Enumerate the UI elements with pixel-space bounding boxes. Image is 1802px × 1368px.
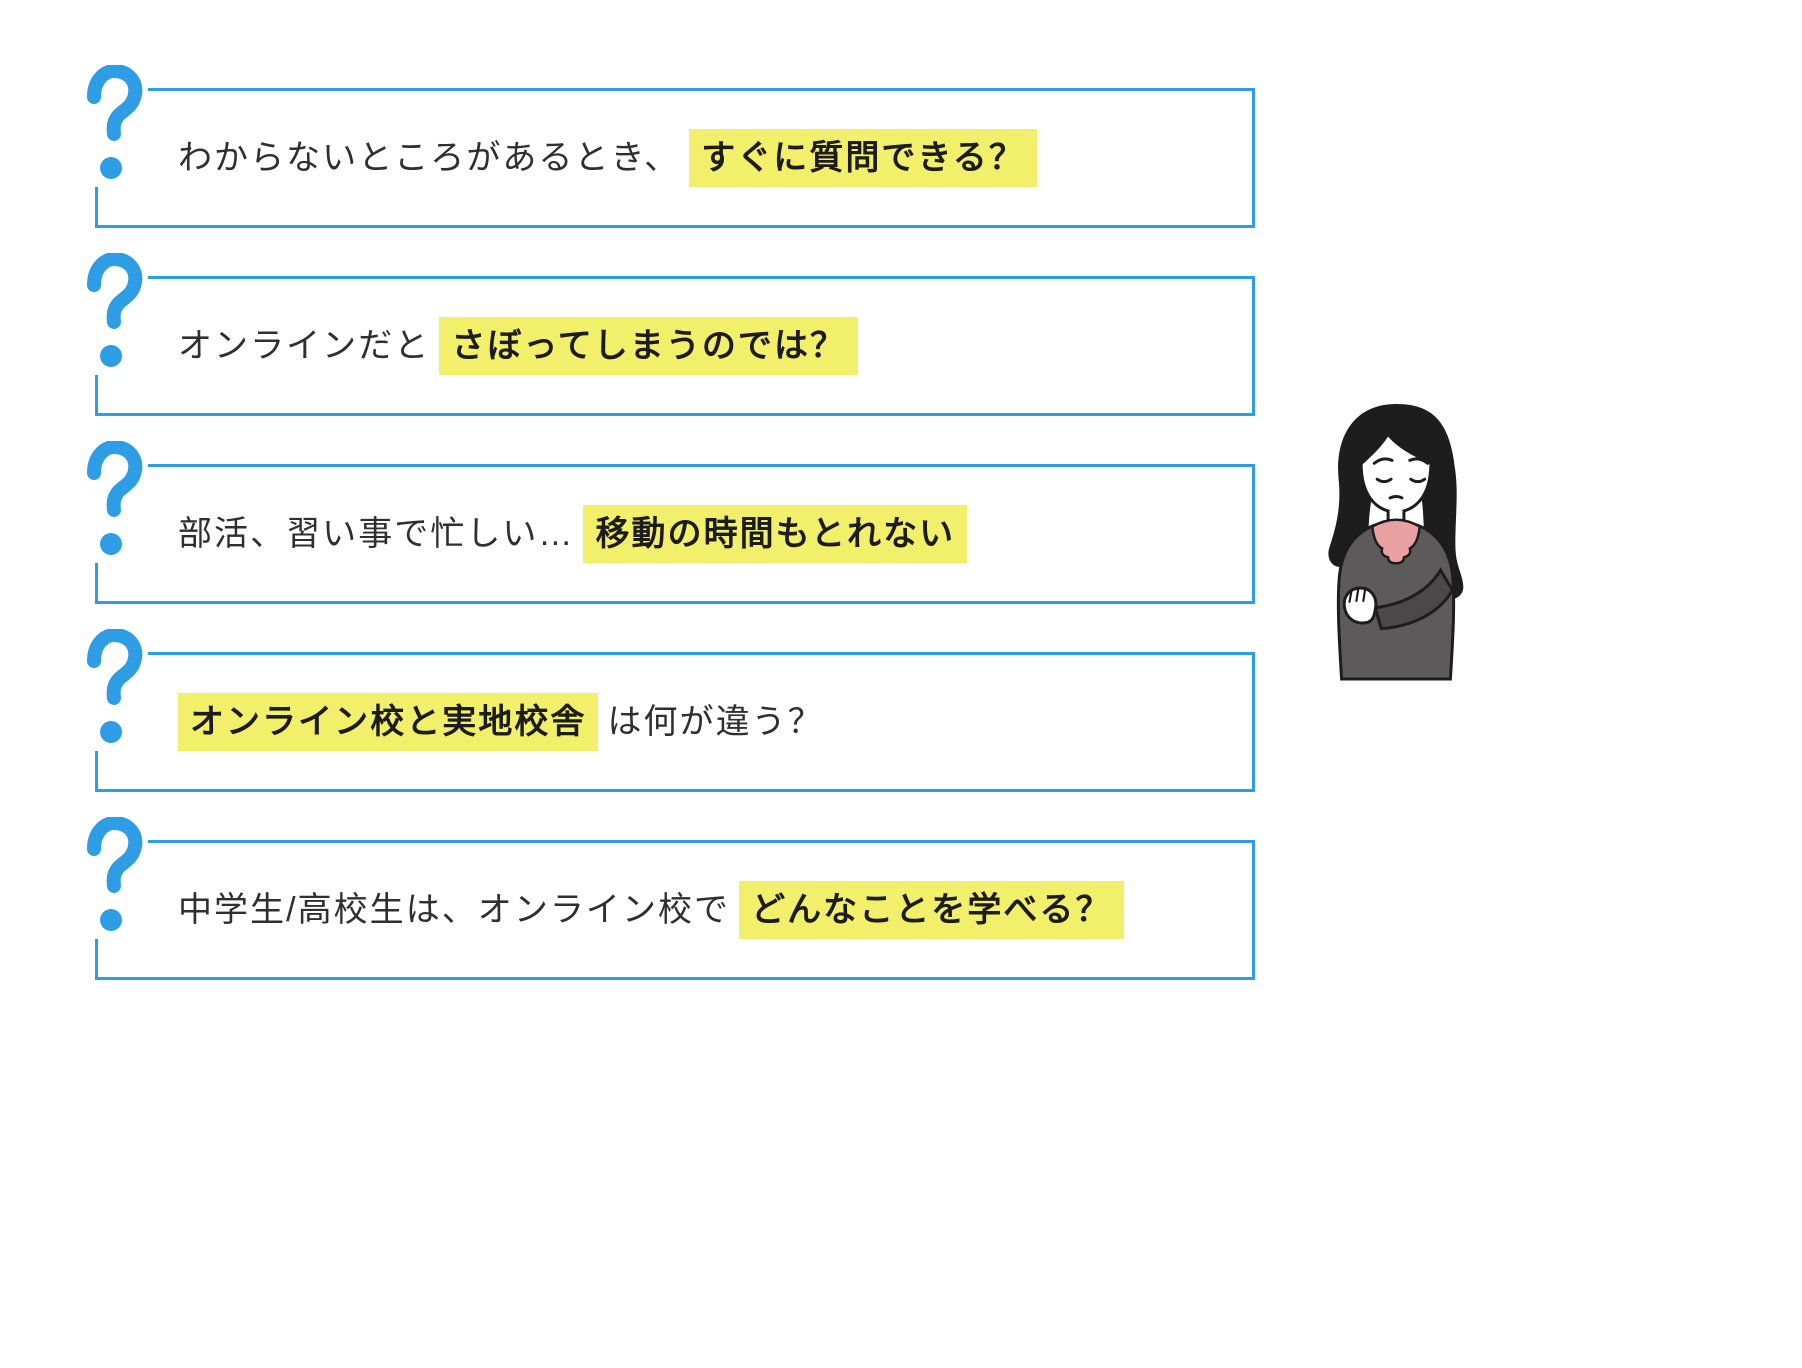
question-box: 中学生/高校生は、オンライン校でどんなことを学べる？ (80, 817, 1255, 980)
question-mark-icon (80, 441, 148, 563)
question-list: わからないところがあるとき、すぐに質問できる？ オンラインだとさぼってしまうので… (80, 65, 1255, 1028)
question-mark-icon (80, 817, 148, 939)
question-plain-text: オンラインだと (178, 326, 431, 365)
worried-woman-illustration (1302, 400, 1490, 682)
question-mark-icon (80, 629, 148, 751)
question-box: オンラインだとさぼってしまうのでは？ (80, 253, 1255, 416)
question-text: わからないところがあるとき、すぐに質問できる？ (178, 128, 1037, 188)
question-plain-text: は何が違う？ (607, 702, 824, 741)
question-highlight-text: オンライン校と実地校舎 (178, 692, 599, 752)
question-plain-text: わからないところがあるとき、 (178, 138, 681, 177)
question-highlight-text: すぐに質問できる？ (689, 128, 1037, 188)
worried-woman-svg (1328, 403, 1464, 681)
question-highlight-text: さぼってしまうのでは？ (439, 316, 859, 376)
question-text: オンライン校と実地校舎は何が違う？ (178, 692, 824, 752)
question-text: 中学生/高校生は、オンライン校でどんなことを学べる？ (178, 880, 1124, 940)
question-highlight-text: どんなことを学べる？ (739, 880, 1124, 940)
question-box: オンライン校と実地校舎は何が違う？ (80, 629, 1255, 792)
question-text: 部活、習い事で忙しい…移動の時間もとれない (178, 504, 968, 564)
question-text: オンラインだとさぼってしまうのでは？ (178, 316, 859, 376)
question-plain-text: 中学生/高校生は、オンライン校で (178, 890, 731, 929)
question-box: わからないところがあるとき、すぐに質問できる？ (80, 65, 1255, 228)
question-highlight-text: 移動の時間もとれない (583, 504, 968, 564)
question-box: 部活、習い事で忙しい…移動の時間もとれない (80, 441, 1255, 604)
question-plain-text: 部活、習い事で忙しい… (178, 514, 575, 553)
question-mark-icon (80, 253, 148, 375)
question-mark-icon (80, 65, 148, 187)
